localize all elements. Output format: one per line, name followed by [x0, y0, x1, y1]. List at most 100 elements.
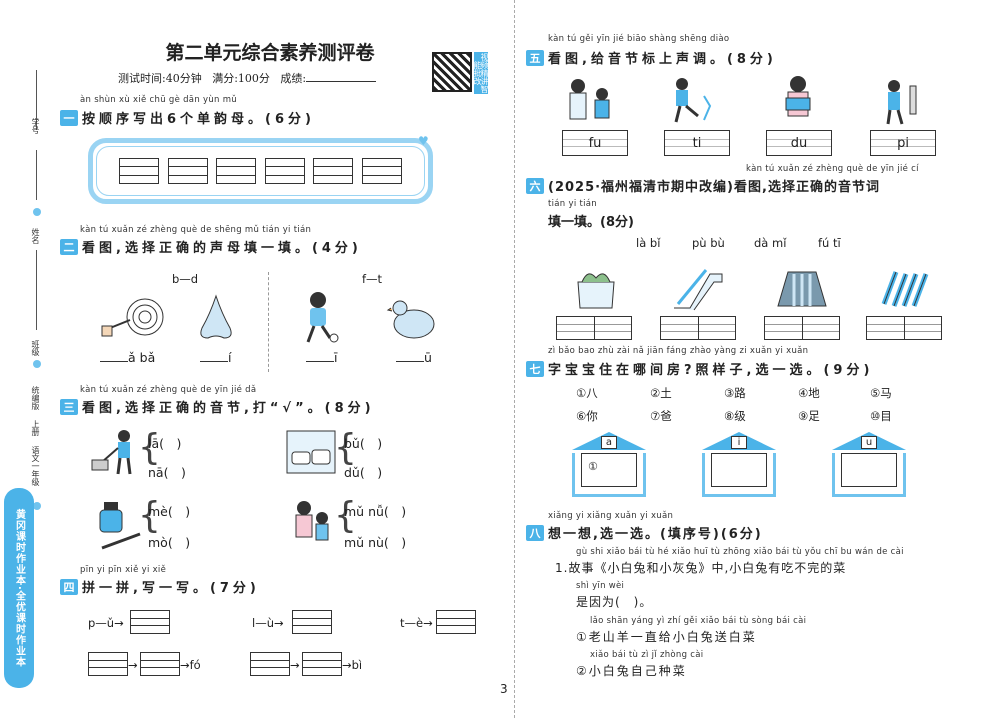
- q3-pinyin: kàn tú xuǎn zé zhèng què de yīn jié dǎ: [80, 385, 257, 395]
- answer-grid[interactable]: [361, 158, 402, 184]
- ink-bottle-pen-icon: [99, 502, 141, 550]
- page-number: 3: [500, 682, 508, 696]
- q6-pinyin: kàn tú xuǎn zé zhèng què de yīn jié cí: [746, 164, 919, 174]
- q4-text: 拼一拼,写一写。(7分): [82, 581, 260, 596]
- q6-option[interactable]: dà mǐ: [754, 236, 787, 250]
- q2-answer-1[interactable]: ǎ bǎ: [100, 350, 155, 365]
- q4-answer-box[interactable]: [88, 652, 128, 676]
- q5-pinyin: kàn tú gěi yīn jié biāo shàng shēng diào: [548, 34, 730, 44]
- q3-option[interactable]: mǔ nù( ): [344, 535, 407, 550]
- painting-man-icon: [886, 80, 917, 125]
- q6-answer-box[interactable]: [556, 316, 632, 340]
- q7-char[interactable]: ①八: [576, 386, 598, 400]
- q6-answer-box[interactable]: [764, 316, 840, 340]
- q3-option[interactable]: lā( ): [148, 436, 182, 451]
- q2-answer-3[interactable]: ī: [306, 350, 337, 365]
- q7-char[interactable]: ④地: [798, 386, 820, 400]
- brace-icon: {: [138, 427, 161, 468]
- q8-option-1[interactable]: ①老山羊一直给小白兔送白菜: [576, 630, 757, 644]
- page-subtitle: 测试时间:40分钟 满分:100分 成绩:: [118, 70, 377, 86]
- q4-answer-box[interactable]: [250, 652, 290, 676]
- q7-char[interactable]: ⑦爸: [650, 409, 672, 423]
- brand-strip: 黄冈课时作业本·全优课时作业本: [4, 488, 34, 688]
- q1-capsule-frame: [88, 138, 433, 204]
- q6-answer-box[interactable]: [660, 316, 736, 340]
- qr-code-icon[interactable]: [432, 52, 472, 92]
- q5-syllable-box[interactable]: pi: [870, 130, 936, 156]
- crayons-icon: [881, 271, 929, 307]
- hen-icon: [386, 300, 435, 339]
- q7-char[interactable]: ③路: [724, 386, 746, 400]
- binding-sidebar: 学号 姓名 班级 统编版 上册 语文一年级 黄冈课时作业本·全优课时作业本: [0, 0, 52, 718]
- q8-pinyin: xiǎng yi xiǎng xuǎn yi xuǎn: [548, 511, 674, 521]
- page-divider: [514, 0, 515, 718]
- q5-number: 五: [526, 49, 544, 66]
- traffic-jam-icon: [286, 430, 336, 474]
- q6-pinyin-2: tián yi tián: [548, 199, 597, 209]
- q2-pair-ft: f—t: [362, 272, 383, 286]
- volume-label: 上册: [31, 420, 40, 436]
- q4-answer-box[interactable]: [436, 610, 476, 634]
- q3-option[interactable]: mǔ nǚ( ): [344, 504, 407, 519]
- q6-option[interactable]: fú tī: [818, 236, 841, 250]
- q8-s1-pinyin: gù shi xiǎo bái tù hé xiǎo huī tù zhōng …: [576, 547, 904, 557]
- q5-syllable-box[interactable]: du: [766, 130, 832, 156]
- q5-syllable-box[interactable]: ti: [664, 130, 730, 156]
- q7-heading: 七字宝宝住在哪间房?照样子,选一选。(9分): [526, 359, 873, 378]
- score-blank[interactable]: [306, 81, 377, 82]
- q8-option-2[interactable]: ②小白兔自己种菜: [576, 664, 687, 678]
- q3-option[interactable]: nā( ): [148, 465, 186, 480]
- qr-tag: 视频精讲智能批改: [473, 52, 489, 94]
- kicking-girl-icon: [306, 292, 339, 343]
- q1-number: 一: [60, 109, 78, 126]
- q7-char[interactable]: ⑤马: [870, 386, 892, 400]
- escalator-icon: [674, 269, 723, 311]
- q2-pinyin: kàn tú xuǎn zé zhèng què de shēng mǔ tiá…: [80, 225, 312, 235]
- q8-s1b-text[interactable]: 是因为( )。: [576, 595, 653, 609]
- answer-grid[interactable]: [216, 158, 257, 184]
- mother-daughter-icon: [295, 501, 329, 541]
- answer-grid[interactable]: [119, 158, 160, 184]
- brace-icon: {: [138, 495, 161, 536]
- q1-text: 按顺序写出6个单韵母。(6分): [82, 112, 315, 127]
- answer-grid[interactable]: [167, 158, 208, 184]
- q2-answer-2[interactable]: í: [200, 350, 231, 365]
- q6-option[interactable]: là bǐ: [636, 236, 661, 250]
- house-i[interactable]: i: [702, 432, 776, 497]
- q5-syllable-box[interactable]: fu: [562, 130, 628, 156]
- q7-text: 字宝宝住在哪间房?照样子,选一选。(9分): [548, 363, 874, 378]
- q4-answer-box[interactable]: [292, 610, 332, 634]
- q6-text-2: 填一填。(8分): [548, 215, 634, 230]
- q7-char[interactable]: ⑩目: [870, 409, 892, 423]
- q3-number: 三: [60, 398, 78, 415]
- q7-char[interactable]: ⑥你: [576, 409, 598, 423]
- q7-number: 七: [526, 360, 544, 377]
- q3-option[interactable]: dǔ( ): [344, 465, 383, 480]
- q2-answer-4[interactable]: ū: [396, 350, 432, 365]
- q3-heading: 三看图,选择正确的音节,打“√”。(8分): [60, 397, 375, 416]
- q4-answer-box[interactable]: [130, 610, 170, 634]
- q6-option[interactable]: pù bù: [692, 236, 725, 250]
- house-u[interactable]: u: [832, 432, 906, 497]
- q7-char[interactable]: ②土: [650, 386, 672, 400]
- q6-answer-box[interactable]: [866, 316, 942, 340]
- q3-option[interactable]: mò( ): [148, 535, 191, 550]
- full-score: 满分:100分: [212, 72, 270, 85]
- q6-number: 六: [526, 177, 544, 194]
- nose-icon: [200, 294, 232, 339]
- q3-option[interactable]: bǔ( ): [344, 436, 383, 451]
- q4-answer-box[interactable]: [302, 652, 342, 676]
- score-label: 成绩:: [280, 72, 307, 85]
- father-son-icon: [569, 79, 610, 120]
- q4-answer-box[interactable]: [140, 652, 180, 676]
- q7-char[interactable]: ⑧级: [724, 409, 746, 423]
- heart-icon: ♥: [418, 134, 429, 148]
- answer-grid[interactable]: [313, 158, 354, 184]
- q7-char[interactable]: ⑨足: [798, 409, 820, 423]
- dart-target-icon: [101, 298, 164, 337]
- class-label: 班级: [31, 340, 40, 356]
- answer-grid[interactable]: [264, 158, 305, 184]
- q8-s1-text: 1.故事《小白兔和小灰兔》中,小白兔有吃不完的菜: [555, 561, 847, 575]
- q3-option[interactable]: mè( ): [148, 504, 191, 519]
